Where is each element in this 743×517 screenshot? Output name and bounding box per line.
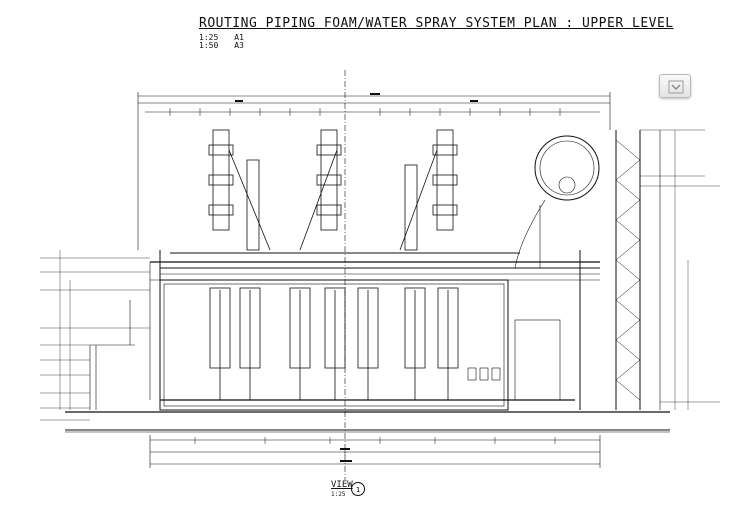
scale-row: 1:50 A3 [199, 41, 244, 50]
view-scale: 1:25 [331, 491, 346, 498]
drawing-title: ROUTING PIPING FOAM/WATER SPRAY SYSTEM P… [199, 16, 674, 31]
scale-value: 1:50 [199, 41, 219, 50]
scale-value: 1:25 [199, 33, 219, 42]
scale-row: 1:25 A1 [199, 33, 244, 42]
chevron-down-icon [668, 80, 684, 94]
sheet-size: A1 [234, 33, 244, 42]
sheet-size: A3 [234, 41, 244, 50]
view-label: VIEW [331, 480, 353, 490]
collapse-button[interactable] [659, 74, 691, 98]
view-marker: 1 [351, 482, 365, 496]
